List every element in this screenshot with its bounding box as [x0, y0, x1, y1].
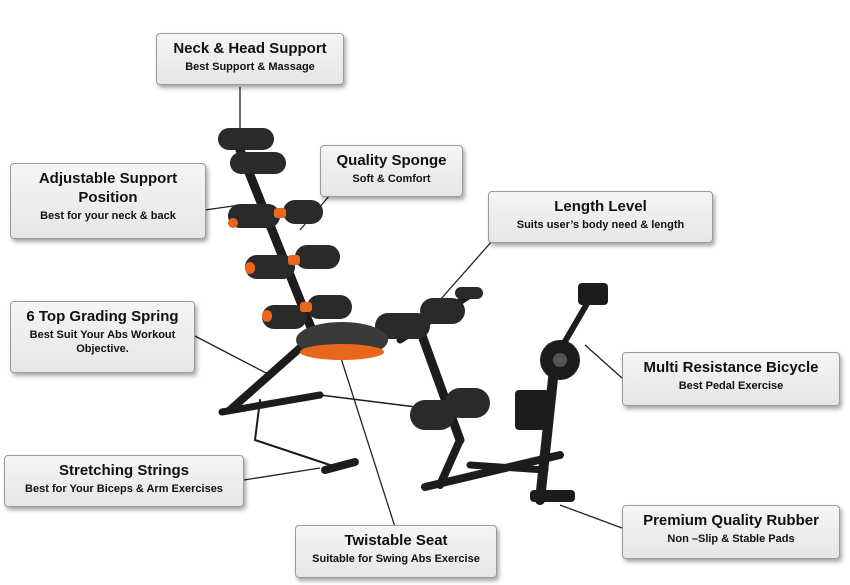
callout-title: Twistable Seat — [344, 532, 448, 549]
callout-neck-head-support: Neck & Head Support Best Support & Massa… — [156, 33, 344, 85]
callout-adjustable-support: Adjustable Support Position Best for you… — [10, 163, 206, 239]
callout-grading-spring: 6 Top Grading Spring Best Suit Your Abs … — [10, 301, 195, 373]
callout-title: Adjustable Support Position — [38, 170, 178, 206]
callout-stretching-strings: Stretching Strings Best for Your Biceps … — [4, 455, 244, 507]
callout-twistable-seat: Twistable Seat Suitable for Swing Abs Ex… — [295, 525, 497, 578]
callout-multi-resistance-bicycle: Multi Resistance Bicycle Best Pedal Exer… — [622, 352, 840, 406]
callout-subtitle: Suits user’s body need & length — [516, 219, 685, 231]
callout-subtitle: Best for Your Biceps & Arm Exercises — [25, 483, 223, 495]
callout-subtitle: Soft & Comfort — [352, 173, 431, 185]
callout-title: Quality Sponge — [336, 152, 447, 169]
callout-subtitle: Best Pedal Exercise — [678, 380, 784, 392]
foam-rollers — [218, 128, 490, 430]
callout-title: Premium Quality Rubber — [643, 512, 819, 529]
callout-length-level: Length Level Suits user’s body need & le… — [488, 191, 713, 243]
callout-subtitle: Non –Slip & Stable Pads — [667, 533, 795, 545]
leader-lines — [192, 87, 623, 529]
callout-quality-sponge: Quality Sponge Soft & Comfort — [320, 145, 463, 197]
callout-subtitle: Best Suit Your Abs Workout Objective. — [29, 329, 176, 355]
callout-subtitle: Best for your neck & back — [40, 210, 176, 222]
callout-subtitle: Best Support & Massage — [185, 61, 315, 73]
callout-title: Length Level — [554, 198, 647, 215]
callout-subtitle: Suitable for Swing Abs Exercise — [312, 553, 480, 565]
callout-premium-rubber: Premium Quality Rubber Non –Slip & Stabl… — [622, 505, 840, 559]
callout-title: Multi Resistance Bicycle — [643, 359, 819, 376]
twist-seat — [296, 322, 388, 360]
pedal-unit — [515, 283, 608, 502]
callout-title: 6 Top Grading Spring — [26, 308, 179, 325]
callout-title: Neck & Head Support — [173, 40, 327, 57]
callout-title: Stretching Strings — [58, 462, 189, 479]
orange-spacers — [228, 208, 312, 322]
string-handle — [321, 458, 359, 474]
